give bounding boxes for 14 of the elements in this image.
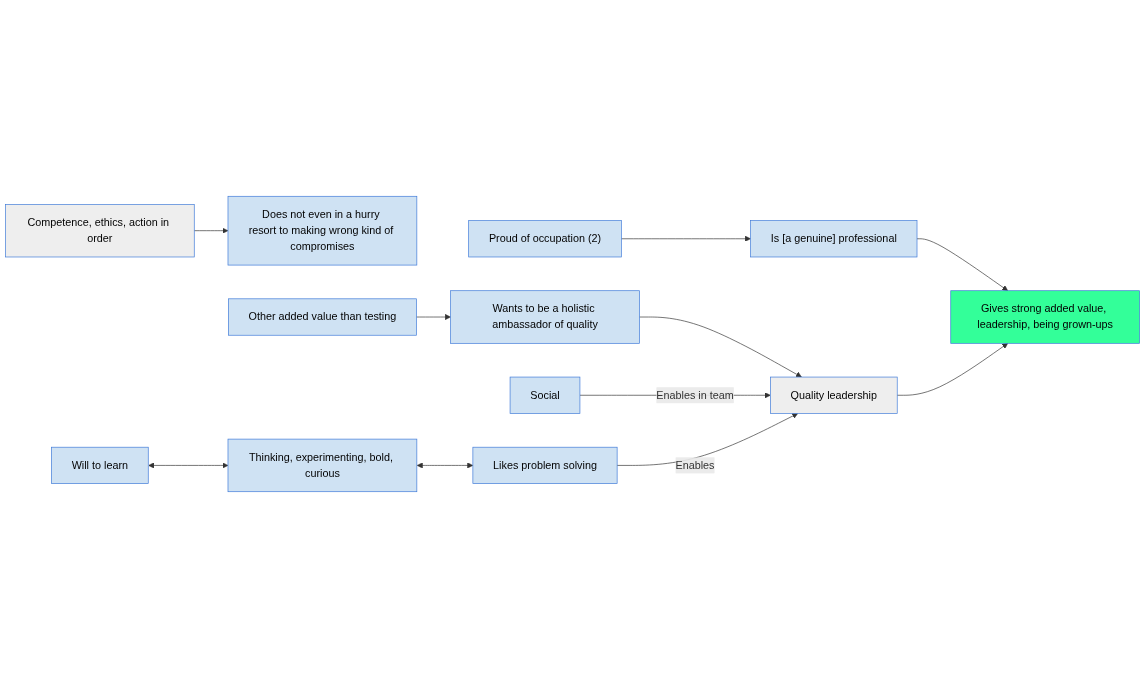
node-box: Quality leadership bbox=[770, 376, 898, 414]
node-box: Likes problem solving bbox=[472, 446, 618, 484]
node-box: Proud of occupation (2) bbox=[468, 220, 622, 258]
node-box: Social bbox=[509, 376, 581, 414]
node-box: Will to learn bbox=[51, 446, 149, 484]
node-box: Thinking, experimenting, bold, curious bbox=[227, 438, 418, 493]
edge-label: Enables bbox=[675, 459, 715, 471]
node-box: Gives strong added value, leadership, being grown-ups bbox=[950, 290, 1140, 344]
edge-label: Enables in team bbox=[656, 389, 734, 401]
node-box: Does not even in a hurry resort to making wrong kind of compromises bbox=[227, 195, 418, 266]
node-box: Wants to be a holistic ambassador of quality bbox=[450, 290, 640, 344]
node-box: Is [a genuine] professional bbox=[750, 220, 918, 258]
node-box: Competence, ethics, action in order bbox=[5, 204, 195, 258]
node-box: Other added value than testing bbox=[228, 298, 417, 336]
